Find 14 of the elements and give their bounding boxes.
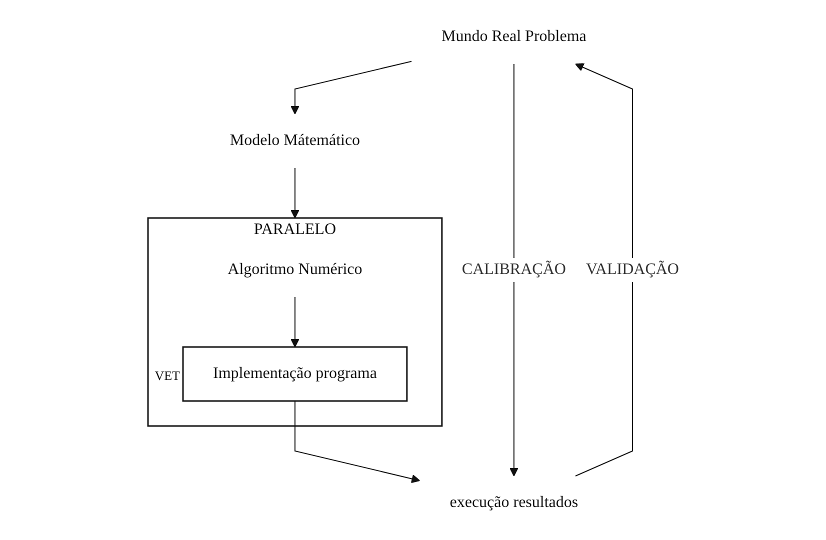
node-box: Implementação programa <box>182 346 408 402</box>
node-text: execução resultados <box>449 494 578 511</box>
arrow <box>294 400 420 484</box>
node-text: Modelo Mátemático <box>229 132 360 149</box>
arrow <box>574 63 632 476</box>
edge-label: CALIBRAÇÃO <box>461 261 566 278</box>
edge-label: VALIDAÇÃO <box>585 261 678 278</box>
side-label: VET <box>154 368 180 383</box>
arrow <box>290 60 412 114</box>
arrow <box>290 296 299 348</box>
node-text: Algoritmo Numérico <box>227 261 362 278</box>
arrow <box>290 168 299 218</box>
node-text: Mundo Real Problema <box>440 28 586 45</box>
arrow <box>509 64 518 476</box>
